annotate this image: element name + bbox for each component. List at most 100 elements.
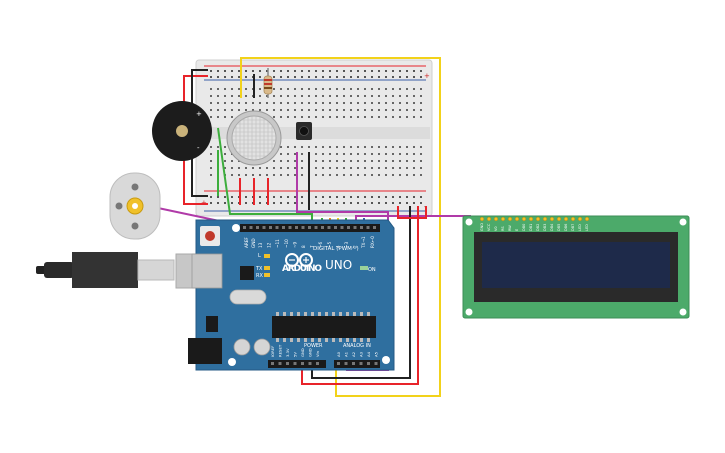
atmega-chip xyxy=(272,316,376,338)
regulator xyxy=(206,316,218,332)
pin-label: A5 xyxy=(374,351,379,357)
digital-pwm-label: DIGITAL (PWM~) xyxy=(313,246,359,252)
chip-legs xyxy=(276,312,370,342)
pin-label: TX→1 xyxy=(361,236,366,249)
pin-label: A1 xyxy=(344,351,349,357)
on-led-label: ON xyxy=(368,267,376,273)
pin-label: 7 xyxy=(310,245,315,248)
power-jack[interactable] xyxy=(188,338,222,364)
led-tx xyxy=(264,266,270,270)
pin-label: 4 xyxy=(335,245,340,248)
pin-label: IOREF xyxy=(270,346,275,357)
pin-label: AREF xyxy=(244,237,249,248)
led-rx xyxy=(264,273,270,277)
piezo-buzzer[interactable]: + - xyxy=(152,101,212,161)
capacitor xyxy=(253,338,271,356)
led-l xyxy=(264,254,270,258)
buzzer-minus-label: - xyxy=(197,144,200,152)
push-button[interactable] xyxy=(296,122,312,140)
lcd-mount-hole xyxy=(465,308,473,316)
lcd-pin-label: DB0 xyxy=(522,224,526,231)
usb-chip xyxy=(240,266,254,280)
pin-label: RX←0 xyxy=(370,236,375,248)
lcd-pin-label: DB7 xyxy=(571,224,575,231)
lcd-pin-label: E xyxy=(515,229,519,231)
lcd-pin-label: V0 xyxy=(494,226,498,231)
pin-label: A0 xyxy=(336,351,341,357)
lcd-mount-hole xyxy=(679,218,687,226)
lcd-mount-hole xyxy=(679,308,687,316)
led-on xyxy=(360,266,368,270)
pin-label: RESET xyxy=(278,344,283,357)
mount-hole xyxy=(228,358,236,366)
header-pins xyxy=(243,226,378,365)
lcd-pins xyxy=(479,216,590,222)
capacitor xyxy=(233,338,251,356)
breadboard[interactable]: - + + - xyxy=(195,59,433,217)
power-header[interactable] xyxy=(268,360,326,368)
lcd-pin-label: RS xyxy=(501,226,505,231)
pin-label: 13 xyxy=(258,242,263,248)
pin-label: 3.3V xyxy=(285,348,290,357)
pin-label: ~9 xyxy=(292,241,297,248)
pin-label: ~3 xyxy=(344,241,349,248)
wire-red-rail[interactable] xyxy=(397,206,427,219)
resistor[interactable] xyxy=(263,68,273,98)
uno-model-label: UNO xyxy=(325,258,352,272)
analog-header[interactable] xyxy=(334,360,380,368)
lcd-pin-label: LED xyxy=(578,224,582,231)
arduino-logo-icon xyxy=(285,253,313,267)
lcd-pin-label: LED xyxy=(585,224,589,231)
lcd-pin-label: DB4 xyxy=(550,223,554,231)
gas-sensor[interactable] xyxy=(226,110,282,166)
tx-led-label: TX xyxy=(255,266,263,272)
pin-label: 8 xyxy=(301,245,306,248)
lcd-pin-label: GND xyxy=(480,223,484,231)
pin-label: ~10 xyxy=(284,239,289,248)
mount-hole xyxy=(382,356,390,364)
arduino-uno-board[interactable]: DIGITAL (PWM~) ARDUINO UNO ON L TX RX PO… xyxy=(188,219,395,371)
reset-button-cap[interactable] xyxy=(205,231,215,241)
arduino-brand-label: ARDUINO xyxy=(282,264,322,274)
pin-label: A4 xyxy=(366,351,371,357)
power-label: POWER xyxy=(304,343,323,349)
lcd-mount-hole xyxy=(465,218,473,226)
lcd-pin-label: DB2 xyxy=(536,224,540,231)
dc-motor[interactable] xyxy=(109,172,161,240)
lcd-pin-label: VCC xyxy=(487,223,491,231)
pin-label: ~11 xyxy=(275,239,280,248)
mount-hole xyxy=(232,224,240,232)
wire-yellow[interactable] xyxy=(240,57,441,397)
lcd-pin-label: DB5 xyxy=(557,224,561,231)
pin-label: GND xyxy=(300,348,305,357)
pin-label: GND xyxy=(308,348,313,357)
pin-label: A2 xyxy=(351,351,356,357)
pin-label: A3 xyxy=(359,351,364,357)
lcd-pin-label: RW xyxy=(508,225,512,231)
lcd-pin-label: DB3 xyxy=(543,224,547,231)
analog-in-label: ANALOG IN xyxy=(343,343,371,349)
pin-label: 5V xyxy=(293,352,298,357)
pin-label: ~5 xyxy=(327,241,332,248)
lcd-pin-label: DB6 xyxy=(564,224,568,231)
breadboard-holes xyxy=(210,70,422,204)
usb-port[interactable] xyxy=(191,253,223,289)
lcd-screen xyxy=(482,242,670,288)
buzzer-plus-label: + xyxy=(196,110,202,118)
pin-label: ~6 xyxy=(318,241,323,248)
pin-label: GND xyxy=(251,238,256,248)
rx-led-label: RX xyxy=(256,273,263,279)
lcd-pin-label: DB1 xyxy=(529,224,533,231)
rail-plus-label: + xyxy=(424,72,430,80)
wire-red-power[interactable] xyxy=(301,206,419,385)
pin-label: 2 xyxy=(353,245,358,248)
crystal xyxy=(229,289,267,305)
pin-label: 12 xyxy=(267,242,272,248)
sensor-mesh xyxy=(232,116,276,160)
